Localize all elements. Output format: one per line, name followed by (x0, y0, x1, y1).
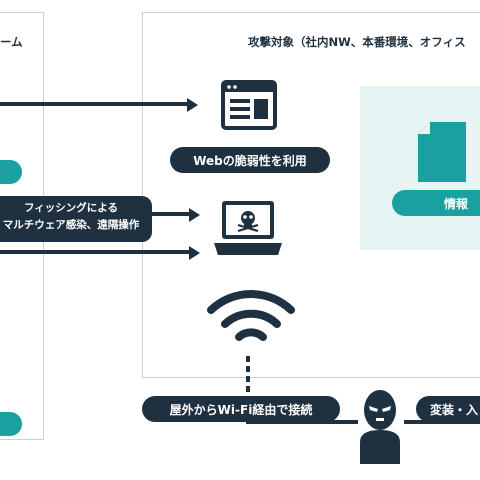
document-icon (418, 122, 466, 182)
hacker-icon (360, 390, 400, 464)
phishing-label-line2: マルチウェア感染、遠隔操作 (2, 219, 140, 231)
phishing-label-line1: フィッシングによる (24, 202, 118, 214)
arrow-line-remote (0, 250, 190, 254)
wifi-label: 屋外からWi-Fi経由で接続 (142, 396, 340, 422)
wifi-connection-line (246, 356, 250, 422)
arrow-line-wifi (246, 420, 358, 424)
left-panel-title: ーム (0, 35, 23, 49)
info-label: 情報 (392, 190, 480, 216)
arrow-line-phishing (152, 212, 190, 216)
arrow-head-remote (189, 246, 200, 260)
browser-window-icon (221, 80, 277, 130)
left-teal-pill-bottom (0, 412, 22, 436)
tamper-label: 変装・入 (416, 396, 480, 422)
wifi-icon (207, 290, 295, 341)
phishing-label: フィッシングによる マルチウェア感染、遠隔操作 (0, 196, 152, 242)
arrow-head-web (187, 98, 198, 112)
right-panel-title: 攻撃対象（社内NW、本番環境、オフィス (248, 35, 466, 49)
web-vuln-label: Webの脆弱性を利用 (170, 147, 330, 173)
arrow-line-web (0, 102, 188, 106)
arrow-line-tamper (404, 420, 480, 424)
arrow-head-phishing (189, 208, 200, 222)
laptop-skull-icon (214, 201, 282, 255)
left-teal-pill-top (0, 160, 22, 184)
